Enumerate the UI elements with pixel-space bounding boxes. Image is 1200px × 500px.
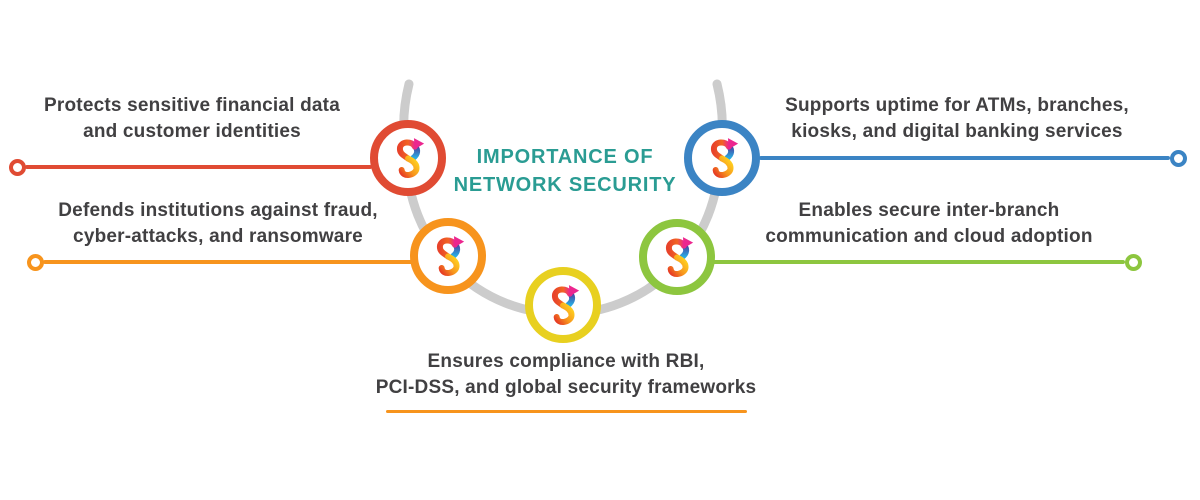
caption-defend-line1: Defends institutions against fraud,: [58, 200, 378, 221]
connector-line-uptime: [759, 156, 1170, 160]
connector-dot-uptime: [1170, 150, 1187, 167]
node-uptime: [684, 120, 760, 196]
node-protect: [370, 120, 446, 196]
caption-compliance-line2: PCI-DSS, and global security frameworks: [375, 377, 757, 398]
brand-s-logo-icon: [551, 284, 580, 325]
page-title: IMPORTANCE OF NETWORK SECURITY: [454, 143, 677, 199]
caption-protect: Protects sensitive financial data and cu…: [44, 93, 340, 145]
connector-dot-protect: [9, 159, 26, 176]
brand-s-logo-icon: [436, 235, 465, 276]
page-title-line1: IMPORTANCE OF: [476, 146, 654, 168]
caption-uptime-line1: Supports uptime for ATMs, branches,: [785, 95, 1129, 116]
page-title-line2: NETWORK SECURITY: [453, 174, 677, 196]
brand-s-logo-icon: [396, 137, 425, 178]
connector-line-defend: [43, 260, 415, 264]
caption-protect-line1: Protects sensitive financial data: [44, 95, 340, 116]
connector-dot-defend: [27, 254, 44, 271]
node-defend: [410, 218, 486, 294]
connector-line-protect: [25, 165, 372, 169]
caption-defend: Defends institutions against fraud, cybe…: [58, 198, 377, 250]
caption-interbranch: Enables secure inter-branch communicatio…: [765, 198, 1092, 250]
caption-protect-line2: and customer identities: [83, 121, 301, 142]
caption-compliance: Ensures compliance with RBI, PCI-DSS, an…: [376, 349, 757, 401]
brand-s-logo-icon: [710, 137, 739, 178]
caption-interbranch-line1: Enables secure inter-branch: [798, 200, 1060, 221]
caption-uptime-line2: kiosks, and digital banking services: [791, 121, 1123, 142]
underline-compliance: [386, 410, 747, 413]
node-compliance: [525, 267, 601, 343]
caption-compliance-line1: Ensures compliance with RBI,: [427, 351, 705, 372]
caption-interbranch-line2: communication and cloud adoption: [765, 226, 1093, 247]
node-interbranch: [639, 219, 715, 295]
caption-defend-line2: cyber-attacks, and ransomware: [73, 226, 363, 247]
brand-s-logo-icon: [665, 236, 694, 277]
connector-dot-interbranch: [1125, 254, 1142, 271]
caption-uptime: Supports uptime for ATMs, branches, kios…: [785, 93, 1129, 145]
connector-line-interbranch: [711, 260, 1125, 264]
